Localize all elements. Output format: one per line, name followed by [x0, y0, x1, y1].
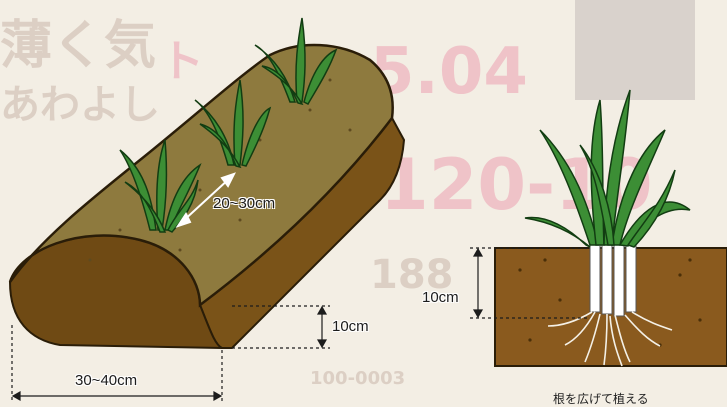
plant-spacing-label: 20~30cm	[213, 195, 275, 212]
planting-depth-label: 10cm	[422, 289, 459, 306]
leek-leaves	[525, 90, 690, 247]
planting-caption: 根を広げて植える	[553, 390, 649, 407]
ridge-height-label: 10cm	[332, 318, 369, 335]
ridge-width-label: 30~40cm	[75, 372, 137, 389]
